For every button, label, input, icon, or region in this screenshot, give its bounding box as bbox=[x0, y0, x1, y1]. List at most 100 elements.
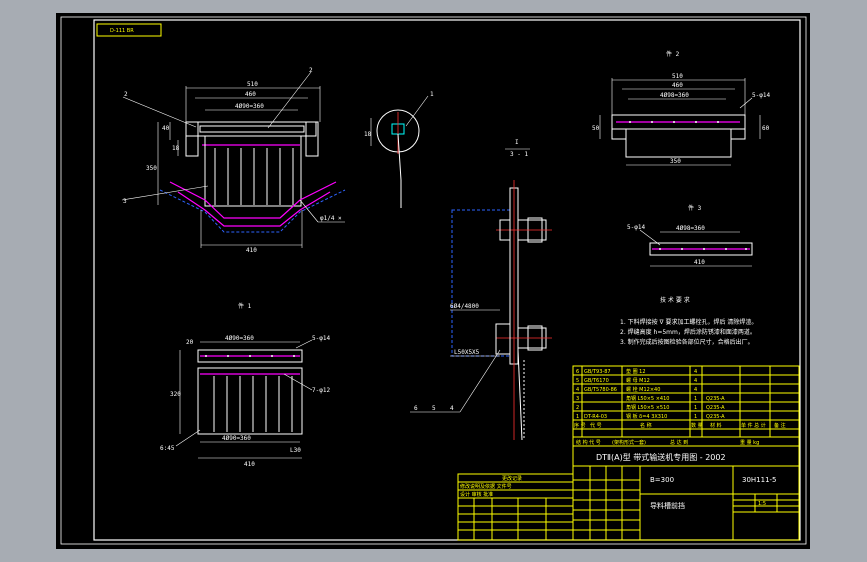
section-callout-5: 5 bbox=[432, 405, 436, 412]
part-3-title: 件 3 bbox=[688, 204, 702, 212]
bom-r1-qty: 4 bbox=[694, 369, 697, 375]
callout-2-top: 2 bbox=[309, 67, 313, 74]
drawing-background bbox=[56, 13, 810, 549]
drawing-number: 30H111-5 bbox=[742, 476, 777, 484]
notch-label: φ1/4 × bbox=[320, 215, 342, 222]
series-title: DTⅡ(A)型 带式输送机专用图 - 2002 bbox=[596, 452, 726, 462]
bom-r2-code: GB/T6170 bbox=[584, 378, 609, 384]
bom-r6-no: 1 bbox=[576, 414, 579, 420]
bom-r5-name: 角钢 L50×5 ×510 bbox=[626, 404, 669, 411]
bom-r4-name: 角钢 L50×5 ×410 bbox=[626, 395, 669, 402]
dim-side-a: 40 bbox=[162, 125, 170, 132]
bom-r6-code: DT-R4-03 bbox=[584, 414, 607, 420]
bom-r2-name: 螺 母 M12 bbox=[626, 377, 650, 384]
callout-2-left: 2 bbox=[124, 91, 128, 98]
part1-hole-spec-b: 7-φ12 bbox=[312, 387, 330, 394]
part-3-view: 件 3 4Ø98=360 410 5-φ14 bbox=[627, 204, 753, 267]
bom-h-no: 序 号 bbox=[574, 422, 586, 429]
bom-h-qty: 数 量 bbox=[691, 422, 703, 429]
view-tag-text: D-111 BR bbox=[110, 28, 134, 34]
part2-left: 50 bbox=[592, 125, 600, 132]
part3-holes: 4Ø98=360 bbox=[676, 225, 705, 232]
bom-sub-a: 结 构 代 号 bbox=[576, 439, 601, 446]
bom-r3-code: GB/T5780-86 bbox=[584, 387, 617, 393]
pin-tag: 1 bbox=[430, 91, 434, 98]
bom-h-mat: 材 料 bbox=[710, 422, 722, 429]
inner-border bbox=[93, 19, 801, 541]
note-3: 3. 制作完成后按图检验各部位尺寸，合格后出厂。 bbox=[620, 338, 754, 346]
pin-detail: 1 18 bbox=[364, 91, 434, 208]
technical-notes: 技 术 要 求 1. 下料焊接按 ∇ 要求加工螺栓孔，焊后 清除焊渣。 2. 焊… bbox=[620, 296, 757, 346]
part2-holes: 4Ø98=360 bbox=[660, 92, 689, 99]
part-1-view: 件 1 4Ø90=360 4Ø90=360 410 320 20 5-φ14 7… bbox=[160, 302, 330, 468]
bom-r5-qty: 1 bbox=[694, 405, 697, 411]
bom-h-note: 备 注 bbox=[774, 422, 786, 429]
bom-r2-qty: 4 bbox=[694, 378, 697, 384]
part-2-title: 件 2 bbox=[666, 50, 680, 58]
part1-width: 410 bbox=[244, 461, 255, 468]
bolt-spec: 6Ø4/4800 bbox=[450, 303, 479, 310]
bom-r3-name: 螺 栓 M12×40 bbox=[626, 386, 660, 393]
main-front-view: 510 460 4Ø90=360 bbox=[121, 67, 346, 254]
bom-r6-mat: Q235-A bbox=[706, 414, 725, 420]
bom-r1-name: 垫 圈 12 bbox=[626, 368, 646, 375]
part2-inner: 460 bbox=[672, 82, 683, 89]
part2-overall: 510 bbox=[672, 73, 683, 80]
revision-table: 更改记录 修改说明及依据 文件号 设计 审核 批准 bbox=[457, 473, 574, 541]
scale-value: 1:5 bbox=[758, 501, 766, 507]
callout-3: 3 bbox=[123, 198, 127, 205]
section-callout-6: 6 bbox=[414, 405, 418, 412]
part3-hole-spec: 5-φ14 bbox=[627, 224, 645, 231]
bom-r3-no: 4 bbox=[576, 387, 579, 393]
part1-bottom: 4Ø90=360 bbox=[222, 435, 251, 442]
part1-hole-spec-a: 5-φ14 bbox=[312, 335, 330, 342]
title-block: DTⅡ(A)型 带式输送机专用图 - 2002 B=300 导料槽前挡 30H1… bbox=[572, 445, 800, 541]
bom-sub-d: 重 量 kg bbox=[740, 439, 759, 446]
part3-bottom: 410 bbox=[694, 259, 705, 266]
bom-r1-code: GB/T93-87 bbox=[584, 369, 611, 375]
bom-r3-qty: 4 bbox=[694, 387, 697, 393]
dim-overall: 510 bbox=[247, 81, 258, 88]
part1-left-a: 20 bbox=[186, 339, 194, 346]
part2-bottom: 350 bbox=[670, 158, 681, 165]
dim-holes: 4Ø90=360 bbox=[235, 103, 264, 110]
revision-line-2: 设计 审核 批准 bbox=[460, 491, 493, 498]
bom-h-weight: 单 件 总 计 bbox=[741, 422, 766, 429]
section-view: I 3 - 1 6Ø4/4800 L50X5X5 6 5 4 bbox=[410, 139, 552, 441]
bom-sub-c: 总 达 到 bbox=[670, 439, 688, 446]
section-label-top: I bbox=[515, 139, 519, 146]
part1-height: 320 bbox=[170, 391, 181, 398]
part2-hole-spec: 5-φ14 bbox=[752, 92, 770, 99]
dim-height: 350 bbox=[146, 165, 157, 172]
section-callout-4: 4 bbox=[450, 405, 454, 412]
bom-sub-b: (架构形式一套) bbox=[612, 439, 646, 446]
section-label-bottom: 3 - 1 bbox=[510, 151, 528, 158]
bom-r1-no: 6 bbox=[576, 369, 579, 375]
bom-r5-mat: Q235-A bbox=[706, 405, 725, 411]
revision-line-1: 修改说明及依据 文件号 bbox=[460, 483, 512, 490]
part1-right: L30 bbox=[290, 447, 301, 454]
note-1: 1. 下料焊接按 ∇ 要求加工螺栓孔，焊后 清除焊渣。 bbox=[620, 318, 757, 326]
bom-r2-no: 5 bbox=[576, 378, 579, 384]
dim-bottom: 410 bbox=[246, 247, 257, 254]
note-2: 2. 焊缝高度 h=5mm，焊后涂防锈漆和面漆两道。 bbox=[620, 328, 756, 336]
bom-r6-name: 钢 板 δ=4 3X310 bbox=[626, 413, 667, 420]
bom-r4-mat: Q235-A bbox=[706, 396, 725, 402]
bom-r4-no: 3 bbox=[576, 396, 579, 402]
bom-r5-no: 2 bbox=[576, 405, 579, 411]
part-2-view: 件 2 510 460 4Ø98=360 350 5-φ14 50 60 bbox=[592, 50, 770, 166]
pin-height: 18 bbox=[364, 131, 372, 138]
outer-border bbox=[60, 16, 807, 545]
part2-right: 60 bbox=[762, 125, 770, 132]
angle-spec: L50X5X5 bbox=[454, 349, 480, 356]
dim-inner: 460 bbox=[245, 91, 256, 98]
part1-top: 4Ø90=360 bbox=[225, 335, 254, 342]
part-1-title: 件 1 bbox=[238, 302, 252, 310]
bom-h-name: 名 称 bbox=[640, 422, 652, 429]
view-tag: D-111 BR bbox=[96, 23, 162, 37]
part1-foot: 6:45 bbox=[160, 445, 175, 452]
revision-title: 更改记录 bbox=[502, 475, 522, 482]
spec-b300: B=300 bbox=[650, 476, 674, 484]
bom-r6-qty: 1 bbox=[694, 414, 697, 420]
